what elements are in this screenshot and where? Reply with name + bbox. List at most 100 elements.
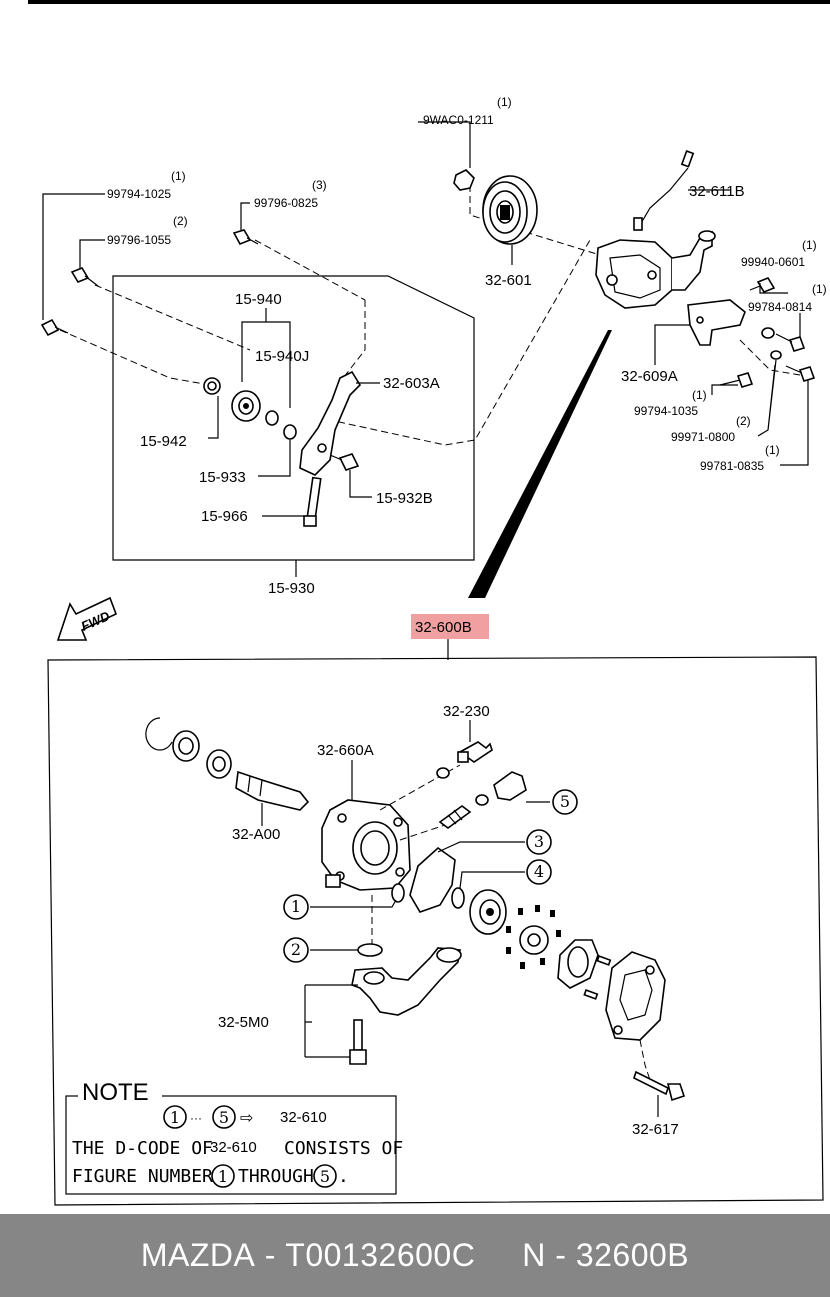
- footer-bar: MAZDA - T00132600C N - 32600B: [0, 1214, 830, 1297]
- rear-cover-icon: [605, 951, 666, 1041]
- svg-text:32-610: 32-610: [210, 1139, 257, 1156]
- qty-99794-1025: (1): [171, 169, 186, 183]
- leader-ref-3: [437, 841, 525, 853]
- ref-circle-3: 3: [526, 829, 552, 855]
- connector-icon: [493, 771, 527, 801]
- leader-15-933: [258, 440, 291, 477]
- leader-32-609a: [654, 324, 690, 365]
- svg-text:.: .: [338, 1166, 349, 1187]
- note-line-2: THE D-CODE OF 32-610 CONSISTS OF: [72, 1138, 403, 1159]
- svg-text:⇨: ⇨: [240, 1108, 253, 1127]
- leader-99794-1035: [711, 384, 738, 395]
- snap-ring-icon: [145, 717, 173, 751]
- footer-code: T00132600C: [285, 1237, 476, 1273]
- bolt-32-5m0-icon: [349, 1019, 367, 1065]
- label-32-230: 32-230: [443, 703, 490, 720]
- label-15-932b: 15-932B: [376, 490, 433, 507]
- washer-99971-0800-icon: [761, 327, 782, 360]
- label-32-660a: 32-660A: [317, 742, 374, 759]
- bearing-icon: [172, 730, 200, 762]
- label-32-a00: 32-A00: [232, 826, 280, 843]
- washer-15-940j-icon: [265, 410, 297, 440]
- bracket-assembly-frame: [112, 275, 475, 561]
- dashed-outline: [319, 239, 591, 446]
- bolt-15-932b-icon: [329, 453, 360, 471]
- label-15-933: 15-933: [199, 469, 246, 486]
- pressure-switch-wire-icon: [633, 150, 695, 231]
- oring-2-icon: [357, 943, 383, 957]
- leader-99781-0835: [780, 380, 809, 466]
- label-15-940: 15-940: [235, 291, 282, 308]
- ref-circle-5: 5: [552, 789, 578, 815]
- qty-99781-0835: (1): [765, 443, 780, 457]
- leader-ref-1: [310, 899, 397, 908]
- zoom-wedge: [468, 330, 612, 598]
- svg-text:4: 4: [534, 862, 544, 881]
- stud-15-966-icon: [303, 476, 322, 527]
- svg-text:5: 5: [219, 1108, 229, 1127]
- dashed-leader-a: [59, 329, 211, 386]
- label-99971-0800: 99971-0800: [671, 430, 735, 444]
- oring-4-icon: [451, 887, 465, 909]
- dowel-pins-icon: [583, 955, 612, 1000]
- svg-text:THROUGH: THROUGH: [238, 1166, 314, 1187]
- bolt-99781-0835-icon: [785, 365, 816, 382]
- label-15-966: 15-966: [201, 508, 248, 525]
- qty-99971-0800: (2): [736, 414, 751, 428]
- bolt-99784-0814-icon: [775, 333, 806, 352]
- leader-15-942: [208, 396, 219, 439]
- cam-ring-icon: [557, 939, 599, 989]
- leader-32-5m0: [304, 984, 358, 1058]
- oring-1-icon: [391, 883, 405, 903]
- label-32-603a: 32-603A: [383, 375, 440, 392]
- seal-icon: [206, 749, 232, 779]
- leader-ref-4: [459, 871, 525, 889]
- footer-n-label: N: [522, 1237, 546, 1273]
- note-box: [65, 1095, 397, 1195]
- label-32-601: 32-601: [485, 272, 532, 289]
- svg-text:1: 1: [291, 897, 301, 916]
- label-99796-1055: 99796-1055: [107, 233, 171, 247]
- note-line-1: 1 ··· 5 ⇨ 32-610: [163, 1105, 327, 1129]
- top-rule: [28, 0, 830, 4]
- footer-gap: [475, 1237, 522, 1274]
- label-15-930: 15-930: [268, 580, 315, 597]
- rotor-icon: [519, 925, 549, 955]
- label-15-942: 15-942: [140, 433, 187, 450]
- svg-text:FIGURE NUMBERS: FIGURE NUMBERS: [72, 1166, 224, 1187]
- flow-valve-icon: [438, 805, 472, 829]
- qty-99940-0601: (1): [802, 238, 817, 252]
- bolt-99794-1035-icon: [719, 372, 754, 388]
- qty-9wac0-1211: (1): [497, 95, 512, 109]
- label-99784-0814: 99784-0814: [748, 300, 812, 314]
- svg-text:2: 2: [291, 940, 301, 959]
- oring-upper-icon: [436, 767, 450, 779]
- idler-pulley-icon: [231, 390, 261, 422]
- svg-text:3: 3: [534, 832, 544, 851]
- dashed-leader-b: [94, 284, 251, 351]
- bolt-32-617-icon: [633, 1070, 686, 1102]
- note-line-3: FIGURE NUMBERS 1 THROUGH 5 .: [72, 1164, 349, 1188]
- power-steering-pump-icon: [595, 230, 716, 309]
- nut-9wac0-1211-icon: [453, 169, 475, 191]
- svg-text:THE D-CODE OF: THE D-CODE OF: [72, 1138, 213, 1159]
- label-9wac0-1211: 9WAC0-1211: [423, 113, 494, 127]
- leader-99940-0601: [759, 283, 788, 294]
- footer-n-value: 32600B: [575, 1237, 690, 1273]
- label-99794-1035: 99794-1035: [634, 404, 698, 418]
- ref-circle-2: 2: [283, 937, 309, 963]
- label-99781-0835: 99781-0835: [700, 459, 764, 473]
- shaft-icon: [235, 770, 310, 811]
- oring-valve-icon: [475, 794, 489, 806]
- side-plate-icon: [469, 889, 507, 935]
- footer-sep-2: -: [545, 1237, 576, 1273]
- leader-9wac0-1211: [418, 121, 471, 168]
- label-32-609a: 32-609A: [621, 368, 678, 385]
- sensor-32-230-icon: [457, 741, 493, 763]
- fwd-arrow-icon: FWD: [56, 596, 118, 641]
- label-99794-1025: 99794-1025: [107, 187, 171, 201]
- footer-sep-1: -: [255, 1237, 286, 1273]
- svg-text:1: 1: [170, 1108, 180, 1127]
- qty-99796-1055: (2): [173, 214, 188, 228]
- svg-text:1: 1: [218, 1167, 228, 1186]
